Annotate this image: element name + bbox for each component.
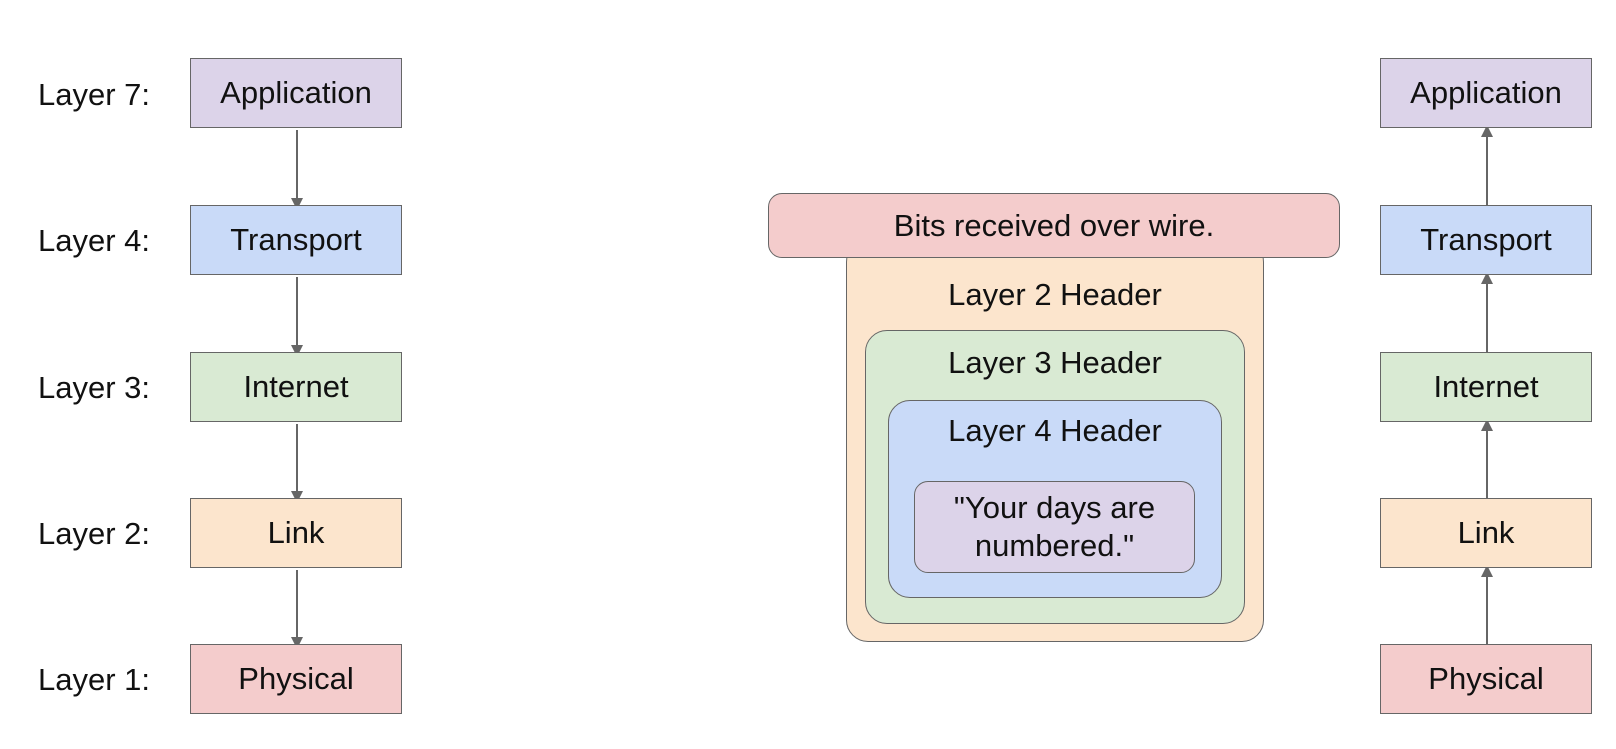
send-physical-text: Physical xyxy=(238,661,354,696)
send-link-text: Link xyxy=(267,515,325,550)
recv-transport-text: Transport xyxy=(1420,222,1552,257)
layer-1-label: Layer 1: xyxy=(38,662,151,697)
recv-application-box: Application xyxy=(1380,58,1592,128)
layer-3-label: Layer 3: xyxy=(38,370,151,405)
send-internet-box: Internet xyxy=(190,352,402,422)
payload-line-2: numbered." xyxy=(974,528,1135,563)
recv-link-text: Link xyxy=(1457,515,1515,550)
recv-application-text: Application xyxy=(1410,75,1562,110)
payload-box: "Your days are numbered." xyxy=(914,481,1195,573)
recv-physical-box: Physical xyxy=(1380,644,1592,714)
recv-physical-text: Physical xyxy=(1428,661,1544,696)
send-internet-text: Internet xyxy=(243,369,349,404)
send-transport-text: Transport xyxy=(230,222,362,257)
recv-internet-box: Internet xyxy=(1380,352,1592,422)
layer4-header-label: Layer 4 Header xyxy=(948,413,1162,448)
wire-banner-text: Bits received over wire. xyxy=(893,207,1215,243)
send-physical-box: Physical xyxy=(190,644,402,714)
send-application-box: Application xyxy=(190,58,402,128)
recv-transport-box: Transport xyxy=(1380,205,1592,275)
layer-7-label: Layer 7: xyxy=(38,77,151,112)
layer-4-label: Layer 4: xyxy=(38,223,151,258)
wire-banner: Bits received over wire. xyxy=(768,193,1340,258)
layer2-header-label: Layer 2 Header xyxy=(948,277,1162,312)
layer3-header-label: Layer 3 Header xyxy=(948,345,1162,380)
send-link-box: Link xyxy=(190,498,402,568)
send-application-text: Application xyxy=(220,75,372,110)
send-transport-box: Transport xyxy=(190,205,402,275)
recv-link-box: Link xyxy=(1380,498,1592,568)
layer-2-label: Layer 2: xyxy=(38,516,151,551)
recv-internet-text: Internet xyxy=(1433,369,1539,404)
payload-line-1: "Your days are xyxy=(953,490,1156,525)
